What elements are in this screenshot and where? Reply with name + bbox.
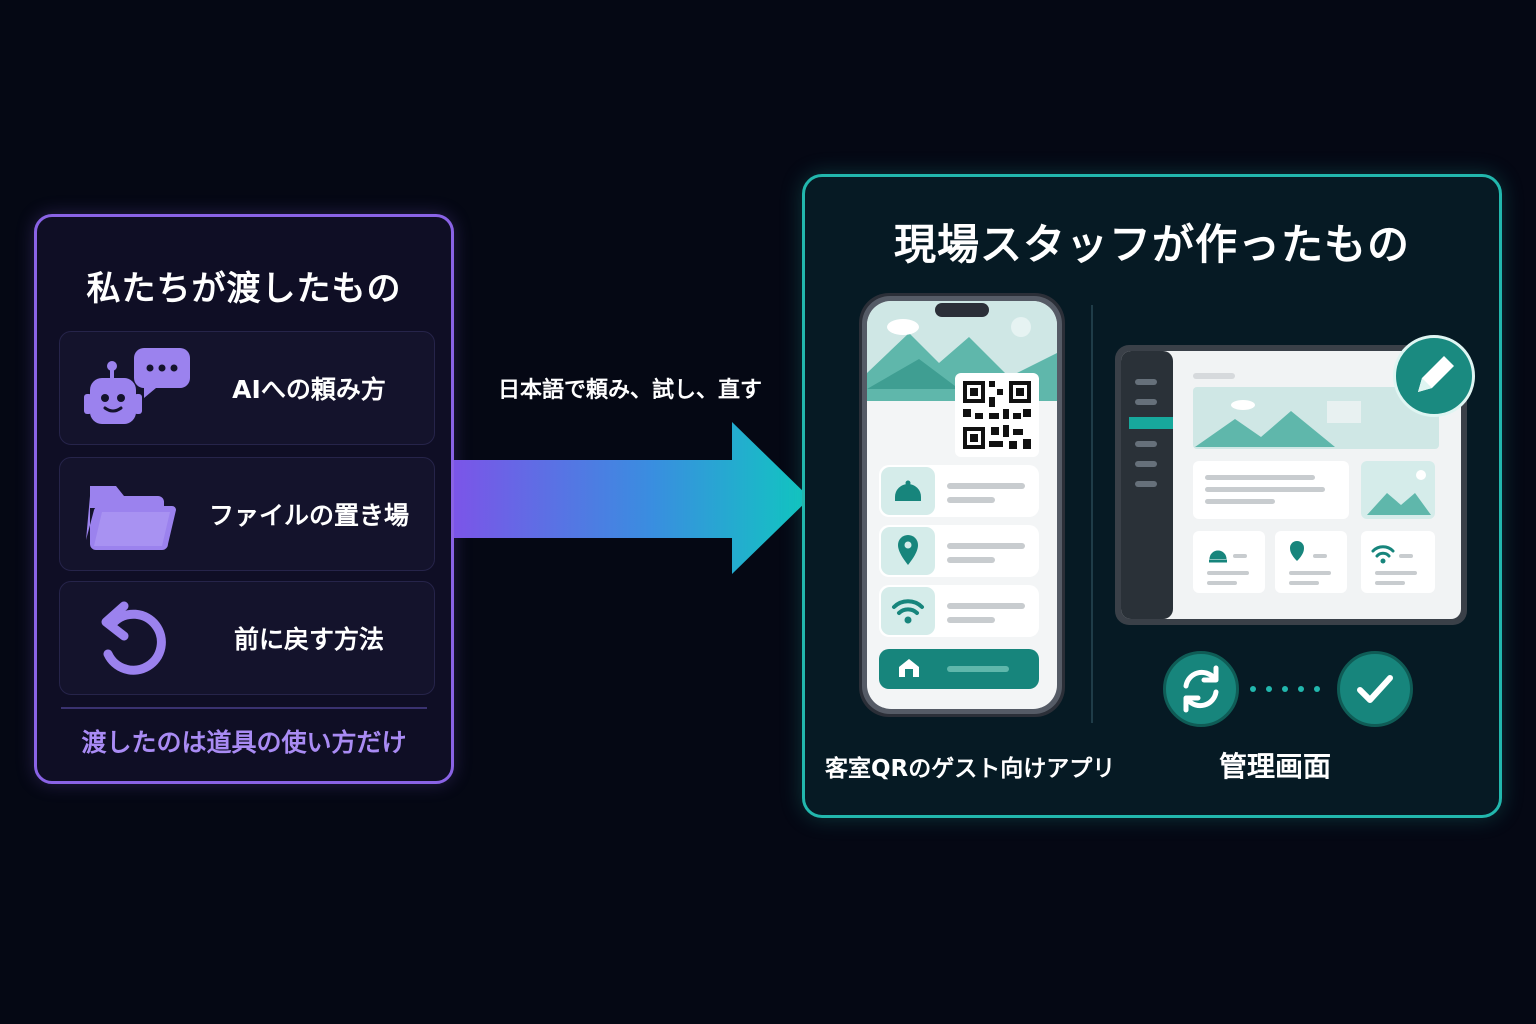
item-card-file-location: ファイルの置き場 — [59, 457, 435, 571]
right-divider — [1091, 305, 1093, 723]
guest-app-caption: 客室QRのゲスト向けアプリ — [825, 756, 1116, 782]
connection-dots — [1250, 686, 1320, 692]
arrow-label: 日本語で頼み、試し、直す — [497, 378, 762, 403]
left-panel-footer: 渡したのは道具の使い方だけ — [81, 728, 407, 757]
folder-icon — [86, 486, 176, 550]
undo-icon — [101, 601, 166, 675]
given-tools-panel: 私たちが渡したもの AIへの頼み方 ファイルの置き場 — [34, 214, 454, 784]
left-divider — [61, 707, 427, 709]
flow-arrow — [454, 422, 810, 574]
pencil-icon — [1418, 356, 1454, 392]
item-label-file-location: ファイルの置き場 — [208, 501, 409, 530]
item-label-ai-prompting: AIへの頼み方 — [232, 375, 386, 404]
admin-screen-tablet-mockup — [1115, 345, 1467, 625]
check-button — [1337, 651, 1413, 727]
right-panel-title: 現場スタッフが作ったもの — [893, 220, 1410, 269]
item-label-undo-method: 前に戻す方法 — [233, 625, 384, 654]
guest-app-phone-mockup — [859, 293, 1065, 717]
robot-chat-icon — [84, 348, 190, 424]
staff-made-panel: 現場スタッフが作ったもの — [802, 174, 1502, 818]
checkmark-icon — [1357, 675, 1393, 703]
sync-button — [1163, 651, 1239, 727]
item-card-undo-method: 前に戻す方法 — [59, 581, 435, 695]
edit-pencil-button — [1393, 335, 1475, 417]
left-panel-title: 私たちが渡したもの — [86, 269, 402, 309]
item-card-ai-prompting: AIへの頼み方 — [59, 331, 435, 445]
admin-screen-caption: 管理画面 — [1218, 750, 1331, 783]
sync-icon — [1183, 665, 1219, 713]
